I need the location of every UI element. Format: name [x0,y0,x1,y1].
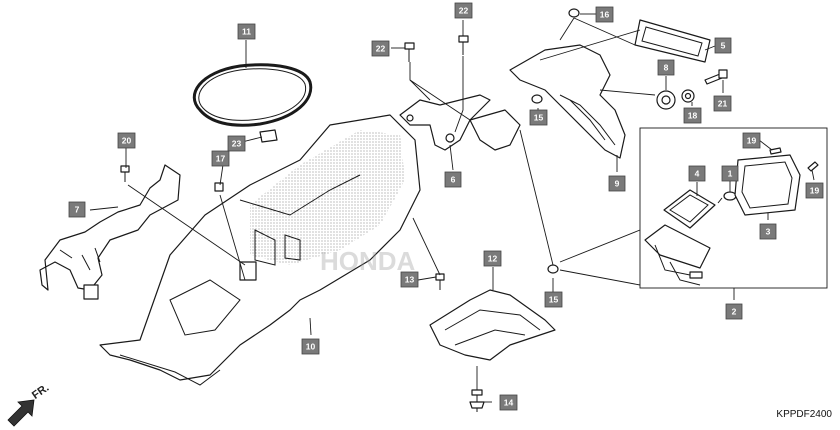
svg-text:11: 11 [242,27,251,37]
lens-part [734,154,801,216]
callout-17: 17 [211,150,230,167]
assembly-frame [639,127,828,289]
gasket-part [663,189,716,229]
nut-15a-part [531,94,543,104]
callout-15a: 15 [529,109,548,126]
nut-17-part [214,182,224,192]
svg-text:18: 18 [688,111,698,121]
callout-2: 2 [725,303,743,320]
callout-14: 14 [499,394,518,411]
front-arrow-icon [7,399,35,427]
svg-text:6: 6 [451,175,456,185]
svg-text:19: 19 [810,186,820,196]
bulb-part [717,191,737,204]
svg-text:12: 12 [488,254,498,264]
svg-text:22: 22 [376,44,386,54]
bolt-13-part [435,273,445,290]
svg-text:15: 15 [549,295,559,305]
nut-16-part [568,8,580,18]
callout-15b: 15 [544,291,563,308]
callout-22a: 22 [371,40,390,57]
callout-13: 13 [400,271,419,288]
svg-text:5: 5 [721,41,726,51]
svg-text:8: 8 [664,63,669,73]
svg-text:2: 2 [732,307,737,317]
bolt-22a-part [404,42,415,62]
honda-watermark: HONDA [320,246,416,276]
clip-23-part [259,129,278,143]
callout-8: 8 [657,59,675,76]
bolt-14-part [469,389,485,412]
callout-4: 4 [688,165,706,182]
svg-text:15: 15 [534,113,544,123]
rear-fender-part: HONDA [99,114,421,386]
callout-23: 23 [227,135,246,152]
svg-text:9: 9 [615,179,620,189]
callout-19a: 19 [742,132,761,149]
svg-text:10: 10 [306,342,316,352]
seal-ring-part [192,63,313,127]
callout-6: 6 [444,171,462,188]
svg-text:22: 22 [459,6,469,16]
bolt-20-part [120,165,130,182]
grommet-part [656,89,695,110]
callout-10: 10 [301,338,320,355]
svg-text:14: 14 [504,398,514,408]
callout-11: 11 [237,23,256,40]
svg-text:16: 16 [600,10,610,20]
license-bracket-part [39,164,181,300]
svg-text:20: 20 [122,136,132,146]
lamp-base-part [644,224,711,286]
rear-cowl-part [509,44,626,159]
callout-1: 1 [721,165,739,182]
nut-15b-part [547,264,559,274]
splash-guard-part [429,289,556,361]
svg-text:19: 19 [747,136,757,146]
svg-text:23: 23 [232,139,242,149]
svg-text:3: 3 [766,227,771,237]
callout-5: 5 [714,37,732,54]
svg-text:7: 7 [75,205,80,215]
svg-text:17: 17 [216,154,226,164]
svg-text:13: 13 [405,275,415,285]
reflector-part [634,19,711,63]
callout-16: 16 [595,6,614,23]
callout-9: 9 [608,175,626,192]
leader-lines [89,13,815,403]
svg-text:21: 21 [718,99,728,109]
callout-3: 3 [759,223,777,240]
callout-21: 21 [713,95,732,112]
lens-screw-part [769,147,819,172]
bolt-22b-part [458,35,469,55]
callout-7: 7 [68,201,86,218]
svg-text:1: 1 [728,169,733,179]
callout-19b: 19 [805,182,824,199]
tail-stay-part [399,94,521,151]
screw-part [704,69,728,85]
callout-18: 18 [683,107,702,124]
callout-12: 12 [483,250,502,267]
drawing-code: KPPDF2400 [776,409,832,420]
callout-20: 20 [117,132,136,149]
svg-text:4: 4 [695,169,700,179]
callout-22b: 22 [454,2,473,19]
